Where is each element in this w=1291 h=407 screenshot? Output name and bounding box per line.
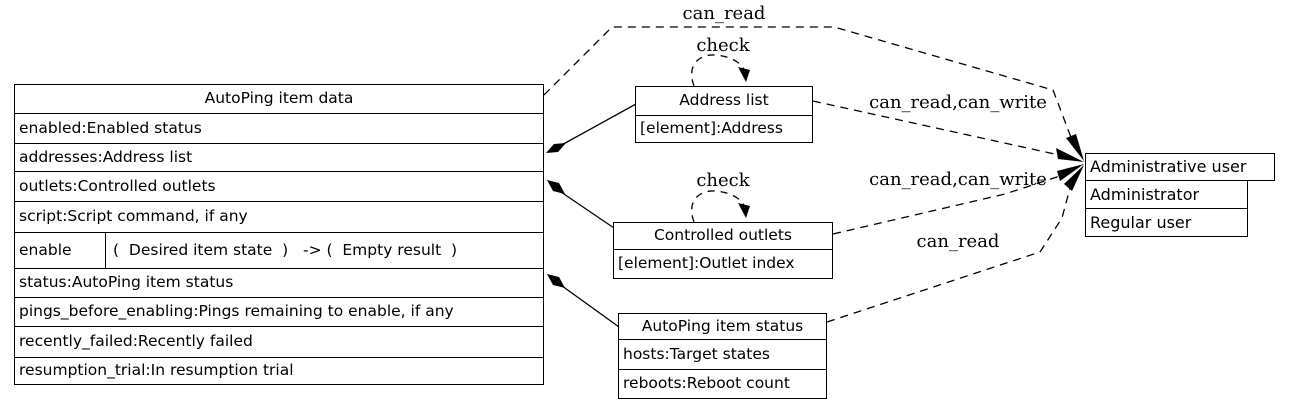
edge-label-can-read-top: can_read bbox=[682, 3, 766, 24]
edge-label-check-addresslist: check bbox=[696, 35, 750, 56]
edge-outlets-rights bbox=[832, 175, 1061, 235]
edge-addresslist-check-loop bbox=[691, 54, 747, 87]
field-element-outlet-index: [element]:Outlet index bbox=[618, 254, 795, 272]
arrowhead-cluster-admin-2 bbox=[1056, 148, 1084, 162]
composition-diamond-outlets bbox=[547, 180, 565, 194]
edge-label-rights-addresslist: can_read,can_write bbox=[869, 92, 1047, 113]
edge-composition-status bbox=[557, 282, 620, 328]
arrowhead-check-outlets bbox=[738, 203, 750, 218]
field-recently-failed: recently_failed:Recently failed bbox=[15, 327, 543, 358]
edge-composition-outlets bbox=[557, 189, 615, 229]
node-controlled-outlets: Controlled outlets [element]:Outlet inde… bbox=[613, 222, 833, 279]
method-enable-row: enable ( Desired item state ) -> ( Empty… bbox=[15, 233, 543, 269]
field-reboots: reboots:Reboot count bbox=[623, 374, 790, 392]
edge-composition-addresses bbox=[557, 103, 637, 148]
node-address-list: Address list [element]:Address bbox=[635, 86, 813, 143]
arrowhead-cluster-admin-4 bbox=[1064, 165, 1084, 191]
edge-label-check-outlets: check bbox=[696, 170, 750, 191]
field-resumption-trial: resumption_trial:In resumption trial bbox=[19, 361, 294, 379]
row-regular-user: Regular user bbox=[1085, 208, 1248, 237]
node-title: AutoPing item data bbox=[15, 85, 543, 114]
field-enabled: enabled:Enabled status bbox=[15, 114, 543, 144]
edge-label-rights-outlets: can_read,can_write bbox=[869, 169, 1047, 190]
node-administrative-user-header: Administrative user bbox=[1085, 153, 1275, 181]
arrowhead-cluster-admin-3 bbox=[1057, 164, 1084, 181]
node-title: AutoPing item status bbox=[619, 314, 826, 340]
row-administrator: Administrator bbox=[1085, 180, 1248, 209]
field-addresses: addresses:Address list bbox=[15, 144, 543, 172]
edge-main-can-read bbox=[543, 26, 1073, 141]
arrowhead-cluster-admin-1 bbox=[1066, 134, 1084, 161]
edge-status-can-read bbox=[826, 187, 1071, 323]
field-status: status:AutoPing item status bbox=[15, 269, 543, 298]
composition-diamond-status bbox=[547, 274, 565, 288]
node-autoping-item-data: AutoPing item data enabled:Enabled statu… bbox=[14, 84, 544, 385]
field-element-address: [element]:Address bbox=[640, 119, 783, 137]
method-name: enable bbox=[15, 233, 106, 268]
field-script: script:Script command, if any bbox=[15, 202, 543, 233]
field-hosts: hosts:Target states bbox=[619, 340, 826, 370]
field-outlets: outlets:Controlled outlets bbox=[15, 172, 543, 202]
arrowhead-check-addresslist bbox=[738, 67, 750, 82]
composition-diamond-addresses bbox=[546, 143, 566, 153]
node-title: Address list bbox=[636, 87, 812, 116]
node-autoping-item-status: AutoPing item status hosts:Target states… bbox=[618, 313, 827, 399]
edge-label-can-read-status: can_read bbox=[916, 231, 1000, 252]
node-title: Controlled outlets bbox=[614, 223, 832, 250]
method-signature: ( Desired item state ) -> ( Empty result… bbox=[113, 241, 458, 259]
edge-outlets-check-loop bbox=[691, 190, 747, 223]
field-pings-before-enabling: pings_before_enabling:Pings remaining to… bbox=[15, 298, 543, 327]
